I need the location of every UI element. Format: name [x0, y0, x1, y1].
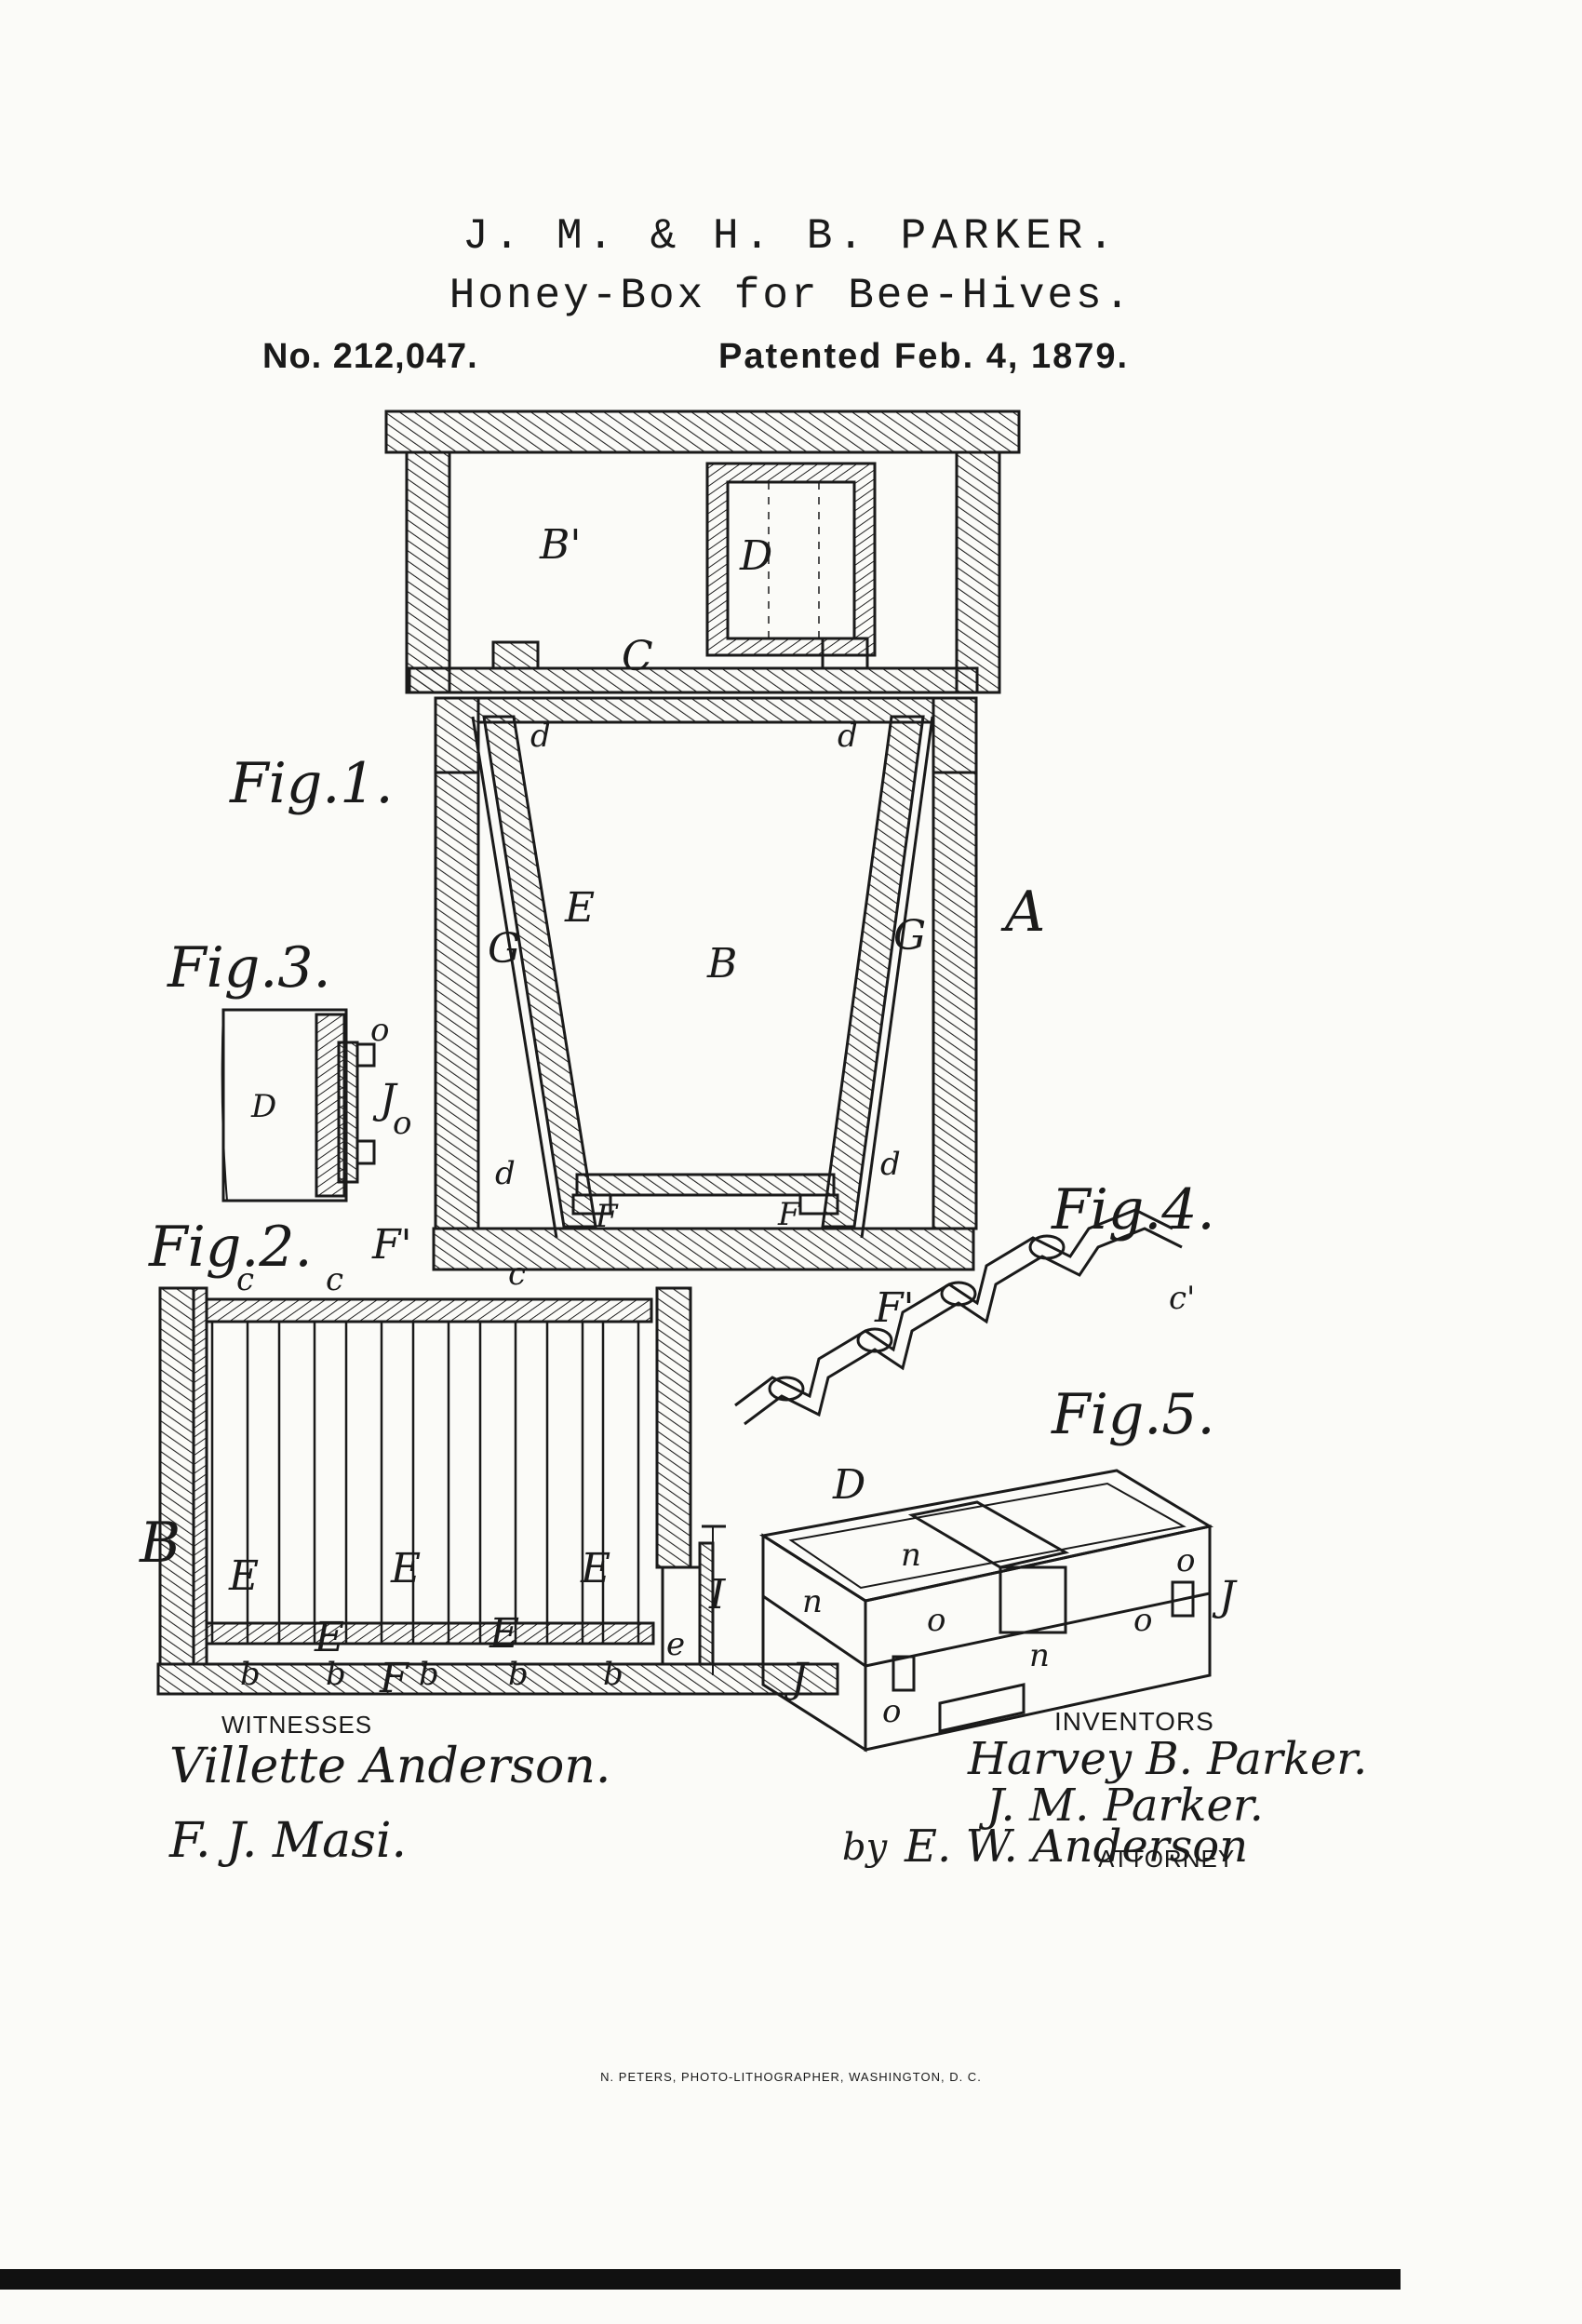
label-c-fig2-1: c [236, 1261, 254, 1298]
label-c-fig2-2: c [326, 1261, 343, 1298]
fig3-drawing [221, 1008, 376, 1202]
label-D-fig3: D [250, 1088, 276, 1125]
label-o-fig3-top: o [370, 1012, 389, 1049]
fig4-label: Fig.4. [1051, 1177, 1215, 1243]
label-G-right: G [893, 912, 926, 960]
fig1-drawing [384, 410, 1021, 1271]
label-d-top-right: d [838, 718, 858, 755]
label-F-fig2: F [379, 1655, 409, 1702]
label-o-fig5-2: o [882, 1693, 901, 1730]
fig2-label: Fig.2. [148, 1215, 313, 1280]
label-E-fig2-4: E [489, 1610, 519, 1658]
label-A: A [1000, 880, 1045, 945]
scan-edge-bar [0, 2269, 1401, 2290]
label-c-prime-fig4: c' [1169, 1280, 1195, 1317]
label-E-fig2-5: E [580, 1545, 610, 1592]
label-d-top-left: d [530, 718, 551, 755]
inventors-label: INVENTORS [1054, 1707, 1214, 1736]
label-F-prime-fig4: F' [874, 1284, 915, 1332]
label-b-fig2-4: b [508, 1656, 529, 1693]
witness-signature-1: Villette Anderson. [169, 1739, 611, 1794]
witness-signature-2: F. J. Masi. [169, 1813, 407, 1869]
label-b-fig2-5: b [603, 1656, 623, 1693]
label-e: e [666, 1626, 685, 1663]
label-d-bottom-left: d [495, 1155, 516, 1192]
patentee-names: J. M. & H. B. PARKER. [463, 212, 1119, 261]
attorney-signature: E. W. Anderson [905, 1820, 1249, 1873]
label-n-fig5-1: n [901, 1537, 921, 1574]
attorney-label: ATTORNEY [1098, 1845, 1236, 1873]
label-F-right: F [777, 1196, 801, 1233]
label-d-bottom-right: d [880, 1146, 901, 1183]
fig2-drawing [156, 1286, 839, 1696]
label-E-fig1: E [564, 884, 595, 932]
label-B-fig2: B [139, 1511, 181, 1576]
label-E-fig2-2: E [314, 1614, 344, 1661]
label-o-fig5-3: o [1176, 1542, 1195, 1579]
fig5-drawing [758, 1469, 1214, 1753]
label-b-fig2-2: b [326, 1656, 346, 1693]
label-o-fig5-1: o [927, 1602, 945, 1639]
fig3-label: Fig.3. [167, 935, 331, 1001]
label-o-fig3-bottom: o [393, 1105, 411, 1142]
label-n-fig5-3: n [1029, 1637, 1050, 1674]
label-E-fig2-1: E [228, 1552, 259, 1600]
fig1-label: Fig.1. [229, 751, 394, 816]
fig4-drawing [734, 1208, 1183, 1426]
patent-date: Patented Feb. 4, 1879. [718, 337, 1130, 376]
label-G-left: G [488, 925, 520, 973]
label-B-fig1: B [706, 940, 737, 987]
label-C-fig1: C [622, 633, 653, 680]
label-I: I [708, 1571, 727, 1619]
label-F-left: F [595, 1198, 619, 1235]
label-J-fig5-right: J [1212, 1573, 1238, 1620]
inventor-signature-1: Harvey B. Parker. [968, 1733, 1368, 1785]
label-B-prime: B' [539, 521, 581, 569]
label-c-fig2-3: c [508, 1256, 526, 1293]
witnesses-label: WITNESSES [221, 1711, 373, 1739]
label-b-fig2-3: b [419, 1656, 439, 1693]
fig5-label: Fig.5. [1051, 1382, 1215, 1447]
patent-title: Honey-Box for Bee-Hives. [449, 272, 1133, 320]
label-E-fig2-3: E [390, 1545, 421, 1592]
label-n-fig5-2: n [802, 1583, 823, 1620]
printer-credit: N. PETERS, PHOTO-LITHOGRAPHER, WASHINGTO… [600, 2070, 982, 2084]
label-D-fig1: D [739, 532, 772, 580]
label-b-fig2-1: b [240, 1656, 261, 1693]
by-label: by [842, 1826, 888, 1869]
label-F-prime-fig2: F' [371, 1221, 412, 1269]
patent-number: No. 212,047. [262, 337, 478, 376]
inventor-signature-2: J. M. Parker. [986, 1780, 1264, 1832]
label-o-fig5-4: o [1133, 1602, 1152, 1639]
label-D-fig5: D [832, 1461, 865, 1509]
